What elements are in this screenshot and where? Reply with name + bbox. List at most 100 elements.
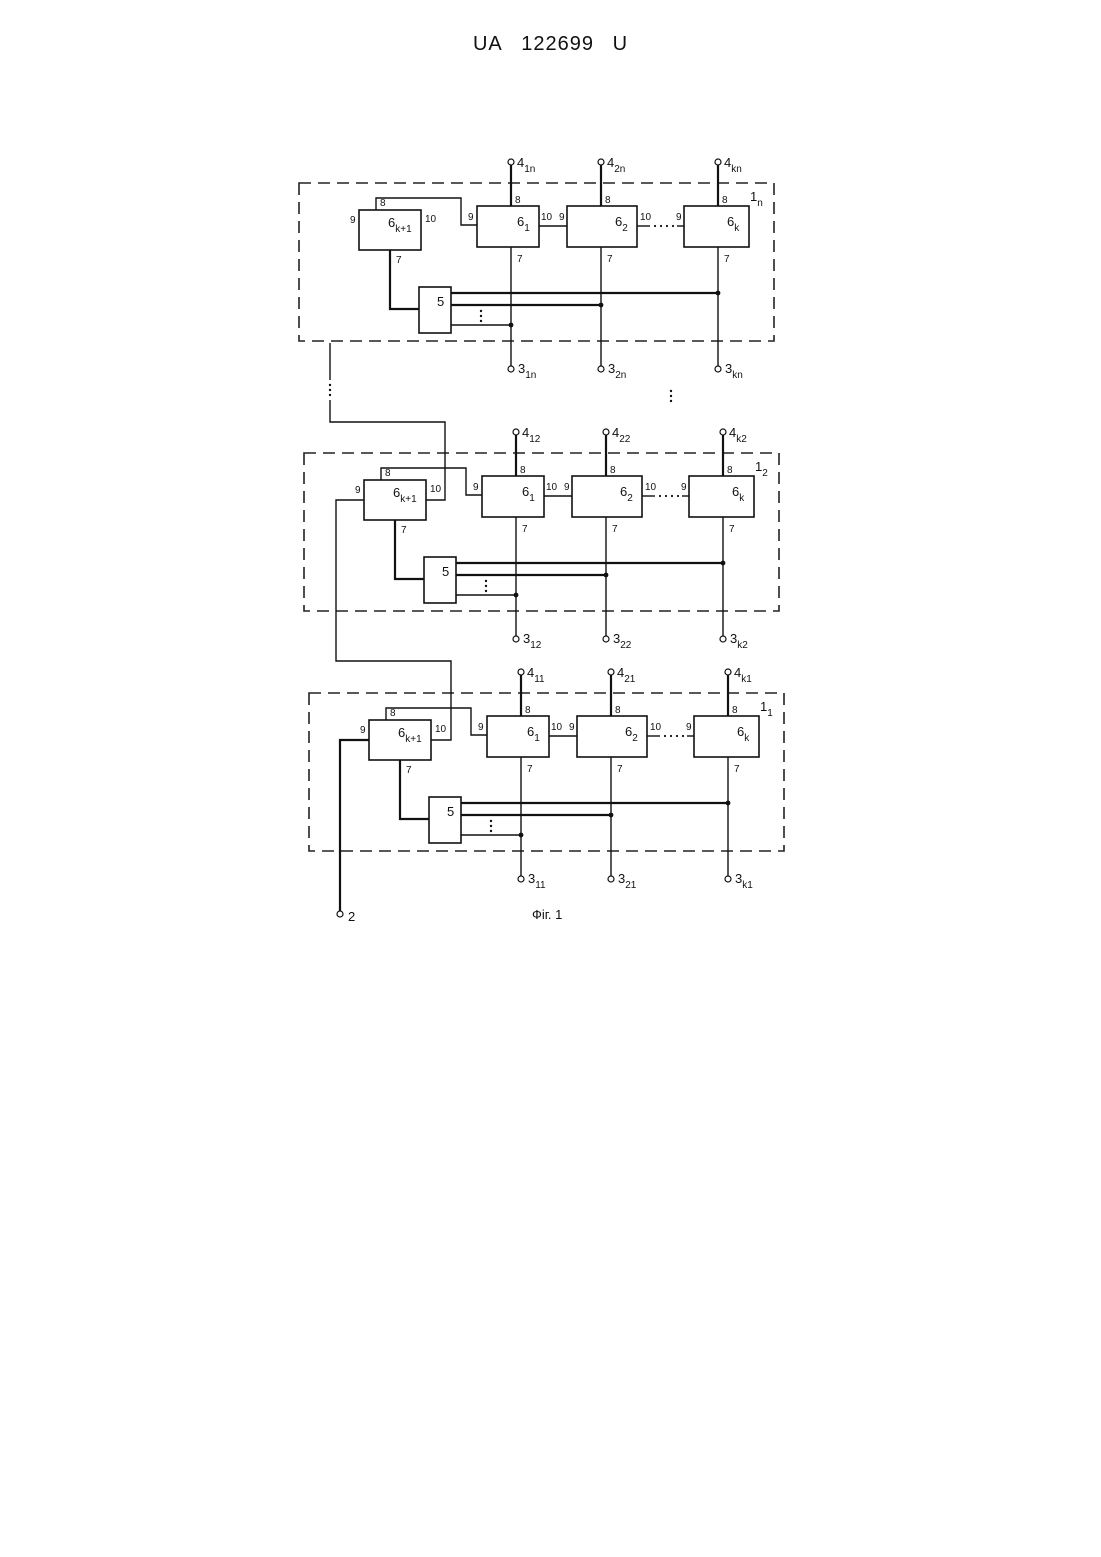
top-terminal-label-sub: k1 — [741, 674, 752, 685]
pin-9-label: 9 — [360, 725, 366, 736]
cell-label-main: 6 — [517, 214, 524, 229]
terminal-icon — [720, 636, 726, 642]
terminal-icon — [598, 366, 604, 372]
pin-9-label: 9 — [559, 212, 565, 223]
bottom-terminal-label-sub: k1 — [742, 880, 753, 891]
pin-8-label: 8 — [380, 198, 386, 209]
terminal-icon — [608, 669, 614, 675]
top-terminal-label-main: 4 — [612, 425, 619, 440]
ellipsis-dot — [677, 495, 679, 497]
pin-9-label: 9 — [564, 482, 570, 493]
pin-10-label: 10 — [541, 212, 553, 223]
bottom-terminal-label: 311 — [528, 871, 546, 891]
top-terminal-label-sub: 21 — [624, 674, 636, 685]
top-terminal-label-main: 4 — [729, 425, 736, 440]
pin-8-label: 8 — [605, 195, 611, 206]
pin-7-label: 7 — [396, 255, 402, 266]
junction-dot — [609, 813, 614, 818]
bottom-terminal-label-sub: 1n — [525, 370, 536, 381]
cell-3 — [694, 716, 759, 757]
bus — [340, 740, 369, 911]
bottom-terminal-label: 31n — [518, 361, 536, 381]
cell-label-main: 6 — [737, 724, 744, 739]
control-cell-label-sub: k+1 — [405, 734, 422, 745]
ellipsis-dot — [329, 394, 331, 396]
ellipsis-dot — [659, 495, 661, 497]
terminal-icon — [508, 159, 514, 165]
bottom-terminal-label-sub: 11 — [535, 880, 546, 891]
terminal-icon — [603, 636, 609, 642]
bottom-terminal-label-main: 3 — [518, 361, 525, 376]
pin-7-label: 7 — [401, 525, 407, 536]
top-terminal-label: 42n — [607, 155, 625, 175]
bottom-terminal-label-main: 3 — [618, 871, 625, 886]
ellipsis-dot — [670, 735, 672, 737]
bottom-terminal-label-sub: 21 — [625, 880, 637, 891]
cell-label-main: 6 — [732, 484, 739, 499]
terminal-icon — [513, 636, 519, 642]
pin-7-label: 7 — [734, 764, 740, 775]
ellipsis-dot — [480, 320, 482, 322]
multiplexer-label: 5 — [437, 294, 444, 309]
bottom-terminal-label-main: 3 — [730, 631, 737, 646]
bottom-terminal-label: 3k1 — [735, 871, 753, 891]
bottom-terminal-label-main: 3 — [613, 631, 620, 646]
ellipsis-dot — [480, 310, 482, 312]
terminal-icon — [715, 366, 721, 372]
bus — [390, 250, 419, 309]
multiplexer-label: 5 — [442, 564, 449, 579]
ellipsis-dot — [670, 390, 672, 392]
pin-10-label: 10 — [645, 482, 657, 493]
multiplexer-box — [419, 287, 451, 333]
module-label: 12 — [755, 459, 768, 479]
top-terminal-label: 4k1 — [734, 665, 752, 685]
pin-10-label: 10 — [425, 214, 437, 225]
wire — [336, 500, 451, 740]
top-terminal-label-sub: 11 — [534, 674, 545, 685]
pin-9-label: 9 — [569, 722, 575, 733]
cell-label-main: 6 — [625, 724, 632, 739]
bottom-terminal-label-sub: kn — [732, 370, 743, 381]
pin-8-label: 8 — [722, 195, 728, 206]
junction-dot — [519, 833, 524, 838]
bus — [395, 520, 424, 579]
pin-9-label: 9 — [468, 212, 474, 223]
ellipsis-dot — [490, 830, 492, 832]
top-terminal-label-sub: 2n — [614, 164, 625, 175]
pin-9-label: 9 — [355, 485, 361, 496]
control-cell-label-sub: k+1 — [400, 494, 417, 505]
terminal-icon — [720, 429, 726, 435]
terminal-icon — [518, 669, 524, 675]
top-terminal-label: 412 — [522, 425, 541, 445]
bottom-terminal-label-sub: 2n — [615, 370, 626, 381]
control-cell-label-main: 6 — [388, 215, 395, 230]
cell-label-main: 6 — [615, 214, 622, 229]
junction-dot — [604, 573, 609, 578]
module-1: 1n6k+1910875618741n31n628742n32n6k874kn3… — [299, 155, 774, 381]
ellipsis-dot — [670, 395, 672, 397]
cell-label-main: 6 — [527, 724, 534, 739]
pin-10-label: 10 — [551, 722, 563, 733]
ellipsis-dot — [490, 820, 492, 822]
ellipsis-dot — [329, 389, 331, 391]
bottom-terminal-label-sub: 12 — [530, 640, 542, 651]
top-terminal-label-sub: 12 — [529, 434, 541, 445]
top-terminal-label: 421 — [617, 665, 636, 685]
pin-7-label: 7 — [612, 524, 618, 535]
pin-7-label: 7 — [617, 764, 623, 775]
ellipsis-dot — [480, 315, 482, 317]
top-terminal-label-main: 4 — [607, 155, 614, 170]
ellipsis-dot — [664, 735, 666, 737]
bottom-terminal-label: 322 — [613, 631, 632, 651]
pin-10-label: 10 — [546, 482, 558, 493]
bottom-terminal-label: 3kn — [725, 361, 743, 381]
ellipsis-dot — [660, 225, 662, 227]
terminal-icon — [715, 159, 721, 165]
bottom-terminal-label-sub: 22 — [620, 640, 632, 651]
junction-dot — [721, 561, 726, 566]
ellipsis-dot — [485, 580, 487, 582]
pin-7-label: 7 — [607, 254, 613, 265]
ellipsis-dot — [676, 735, 678, 737]
cell-label-sub: 1 — [524, 223, 530, 234]
junction-dot — [726, 801, 731, 806]
